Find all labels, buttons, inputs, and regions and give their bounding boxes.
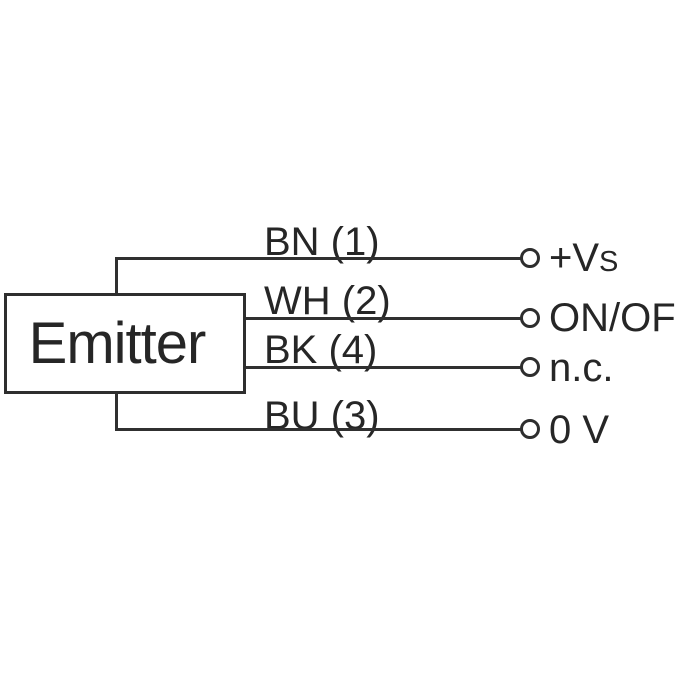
terminal-bu-circle — [520, 419, 540, 439]
wire-wh-label: WH (2) — [264, 279, 391, 323]
terminal-bn-circle — [520, 248, 540, 268]
terminal-bn-label-sub: S — [599, 246, 619, 278]
terminal-wh-label: ON/OFF — [549, 298, 675, 342]
wire-bk-horizontal-line — [243, 366, 522, 369]
terminal-bn-label-main: +V — [549, 236, 600, 280]
wire-bn-riser-line — [115, 258, 118, 295]
terminal-bn-label: +VS — [549, 238, 618, 282]
terminal-bu-label: 0 V — [549, 410, 609, 454]
wire-bn-label: BN (1) — [264, 220, 380, 264]
terminal-bk-circle — [520, 357, 540, 377]
terminal-wh-label-main: ON/OFF — [549, 296, 675, 340]
terminal-wh-circle — [520, 308, 540, 328]
terminal-bu-label-main: 0 V — [549, 408, 610, 452]
wire-bk-label: BK (4) — [264, 328, 378, 372]
wire-bu-riser-line — [115, 392, 118, 431]
emitter-label: Emitter — [28, 310, 207, 376]
emitter-box: Emitter — [4, 293, 246, 394]
wire-bn-horizontal-line — [115, 257, 522, 260]
wire-bu-horizontal-line — [115, 428, 522, 431]
wire-wh-horizontal-line — [243, 317, 522, 320]
terminal-bk-label: n.c. — [549, 348, 613, 392]
terminal-bk-label-main: n.c. — [549, 346, 614, 390]
